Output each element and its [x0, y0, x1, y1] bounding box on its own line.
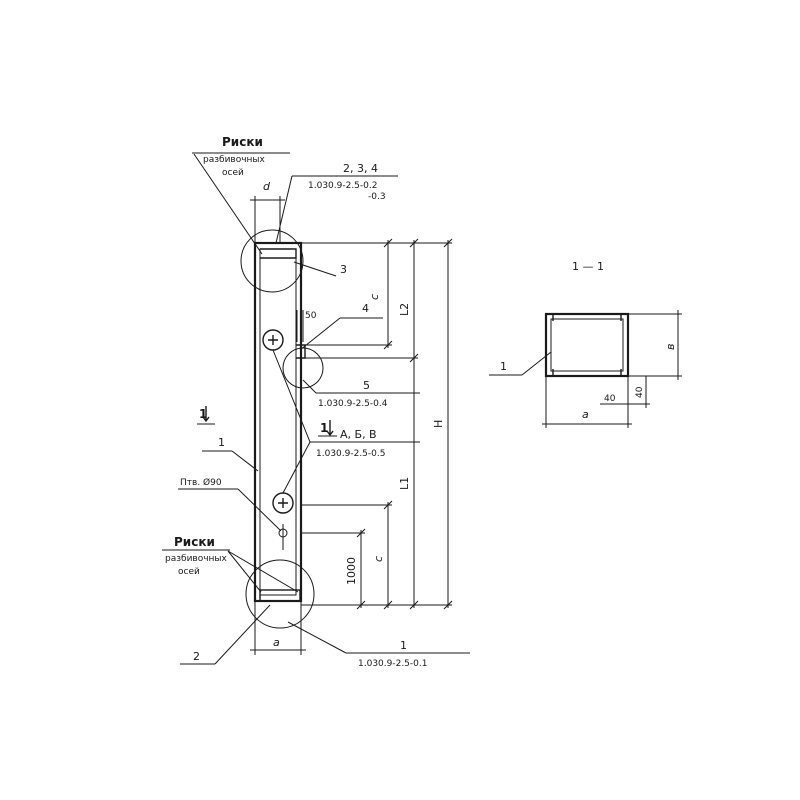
dimension-chains [301, 238, 453, 610]
osey-top-label: осей [222, 168, 244, 178]
callout-abv-ref: 1.030.9-2.5-0.5 [316, 449, 385, 459]
dim-H: H [432, 420, 445, 428]
column-front-view [253, 241, 306, 603]
osey-bottom-label: осей [178, 567, 200, 577]
section-mark-right: 1 [320, 421, 328, 435]
section-mark-left: 1 [199, 407, 207, 421]
callout-5-ref: 1.030.9-2.5-0.4 [318, 399, 388, 409]
dim-b-section: в [664, 344, 677, 350]
razbivochnyh-bottom-label: разбивочных [165, 554, 228, 564]
callout-234-ref: 1.030.9-2.5-0.2 [308, 181, 377, 191]
callout-1-bottom-ref: 1.030.9-2.5-0.1 [358, 659, 427, 669]
lifting-loop-bottom [272, 492, 294, 514]
detail-circle-top [240, 229, 304, 293]
lifting-loop-top [262, 329, 284, 351]
callout-3: 3 [340, 263, 347, 276]
dim-L2: L2 [398, 303, 411, 316]
callout-234: 2, 3, 4 [343, 162, 378, 175]
dim-L1: L1 [398, 477, 411, 490]
dim-50: 50 [305, 311, 317, 321]
callout-1-bottom: 1 [400, 639, 407, 652]
razbivochnyh-top-label: разбивочных [203, 155, 266, 165]
callout-2: 2 [193, 650, 200, 663]
dim-a-section: a [582, 408, 589, 421]
dim-40-v: 40 [635, 386, 645, 398]
dim-c-top: c [368, 294, 381, 300]
section-title: 1 — 1 [572, 260, 604, 273]
detail-circle-bottom [245, 559, 315, 629]
dim-40-h: 40 [604, 394, 616, 404]
hole-label: Птв. Ø90 [180, 477, 222, 488]
section-callout-1: 1 [500, 360, 507, 373]
callout-4: 4 [362, 302, 369, 315]
dim-a-main: a [273, 636, 280, 649]
callout-abv: А, Б, В [340, 428, 377, 441]
callout-1-left: 1 [218, 436, 225, 449]
dim-d: d [263, 180, 271, 193]
dim-c-bottom: c [372, 556, 385, 562]
callout-5: 5 [363, 379, 370, 392]
riski-bottom-label: Риски [174, 535, 215, 549]
dim-1000: 1000 [345, 557, 358, 585]
section-1-1 [542, 310, 682, 428]
callout-234-ref2: -0.3 [368, 192, 386, 202]
riski-top-label: Риски [222, 135, 263, 149]
detail-circle-notch [282, 347, 324, 389]
